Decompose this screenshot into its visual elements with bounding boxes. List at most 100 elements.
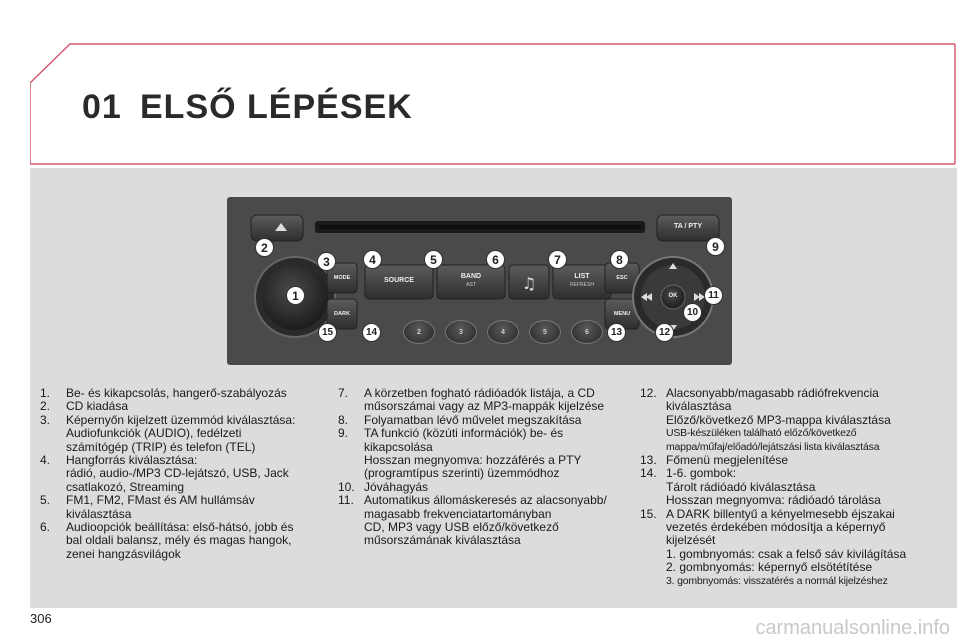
- preset-label: 4: [501, 328, 505, 336]
- legend-item-8: 8. Folyamatban lévő művelet megszakítása: [338, 412, 633, 427]
- legend-line: magasabb frekvenciatartományban: [364, 506, 552, 521]
- callout-12: 12: [655, 323, 674, 342]
- preset-button-4: 4: [487, 320, 519, 344]
- legend-number: 12.: [640, 386, 657, 400]
- band-sub-label: AST: [466, 282, 476, 288]
- legend-line: A DARK billentyű a kényelmesebb éjszakai: [666, 506, 895, 521]
- preset-label: 5: [543, 328, 547, 336]
- legend-number: 1.: [40, 386, 51, 400]
- legend-line: Audioopciók beállítása: első-hátsó, jobb…: [66, 520, 294, 535]
- legend-line: Hosszan megnyomva: rádióadó tárolása: [666, 493, 881, 508]
- preset-label: 6: [585, 328, 589, 336]
- legend-line: zenei hangzásvilágok: [66, 546, 181, 561]
- callout-2: 2: [255, 238, 274, 257]
- preset-label: 2: [417, 328, 421, 336]
- legend-line: 1-6. gombok:: [666, 466, 737, 481]
- legend-number: 3.: [40, 412, 51, 427]
- callout-3: 3: [317, 252, 336, 271]
- watermark: carmanualsonline.info: [755, 617, 950, 639]
- callout-8: 8: [610, 250, 629, 269]
- legend-line: csatlakozó, Streaming: [66, 479, 185, 494]
- legend-line: 1. gombnyomás: csak a felső sáv kivilágí…: [666, 546, 907, 561]
- legend-line: (programtípus szerinti) üzemmódhoz: [364, 466, 560, 481]
- legend-line: CD kiadása: [66, 399, 129, 414]
- page-number: 306: [30, 611, 52, 626]
- legend-item-12: 12. Alacsonyabb/magasabb rádiófrekvencia…: [640, 386, 950, 454]
- legend-number: 2.: [40, 399, 51, 414]
- legend-number: 7.: [338, 386, 349, 400]
- chapter-title: ELSŐ LÉPÉSEK: [140, 88, 413, 126]
- legend-line: műsorszámai vagy az MP3-mappák kijelzése: [364, 399, 605, 414]
- legend-line: Audiofunkciók (AUDIO), fedélzeti: [66, 426, 242, 441]
- legend-item-5: 5. FM1, FM2, FMast és AM hullámsáv kivál…: [40, 493, 325, 521]
- legend-number: 15.: [640, 506, 657, 521]
- list-sub-label: REFRESH: [570, 282, 594, 288]
- legend-number: 6.: [40, 520, 51, 535]
- legend-item-7: 7. A körzetben fogható rádióadók listája…: [338, 386, 633, 414]
- callout-13: 13: [607, 323, 626, 342]
- legend-line: A körzetben fogható rádióadók listája, a…: [364, 386, 595, 400]
- legend-line: 3. gombnyomás: visszatérés a normál kije…: [666, 574, 888, 587]
- legend-number: 4.: [40, 453, 51, 468]
- legend-item-13: 13. Főmenü megjelenítése: [640, 453, 950, 468]
- callout-5: 5: [424, 250, 443, 269]
- mode-label: MODE: [333, 275, 351, 281]
- legend-line: Automatikus állomáskeresés az alacsonyab…: [364, 493, 607, 508]
- preset-button-5: 5: [529, 320, 561, 344]
- rewind-icon: [641, 293, 652, 301]
- legend-line: számítógép (TRIP) és telefon (TEL): [66, 439, 256, 454]
- legend-line: Be- és kikapcsolás, hangerő-szabályozás: [66, 386, 287, 400]
- legend-item-11: 11. Automatikus állomáskeresés az alacso…: [338, 493, 633, 548]
- legend-line: kikapcsolása: [364, 439, 433, 454]
- arrow-up-icon: [669, 263, 677, 269]
- legend-line: FM1, FM2, FMast és AM hullámsáv: [66, 493, 255, 508]
- legend-item-10: 10. Jóváhagyás: [338, 479, 633, 494]
- legend-line: USB-készüléken található előző/következő: [666, 427, 857, 440]
- callout-10: 10: [683, 303, 702, 322]
- esc-label: ESC: [616, 275, 628, 281]
- legend-item-15: 15. A DARK billentyű a kényelmesebb éjsz…: [640, 506, 950, 588]
- legend-item-4: 4. Hangforrás kiválasztása: rádió, audio…: [40, 453, 325, 494]
- band-label: BAND: [460, 273, 482, 280]
- ta-pty-label: TA / PTY: [674, 223, 702, 230]
- legend-number: 9.: [338, 426, 349, 441]
- callout-7: 7: [548, 250, 567, 269]
- legend-column-3: 12. Alacsonyabb/magasabb rádiófrekvencia…: [640, 386, 950, 588]
- legend-line: műsorszámának kiválasztása: [364, 533, 521, 548]
- callout-6: 6: [486, 250, 505, 269]
- legend-item-2: 2. CD kiadása: [40, 399, 325, 414]
- callout-11: 11: [704, 286, 723, 305]
- legend-number: 10.: [338, 479, 355, 494]
- legend-line: vezetés érdekében módosítja a képernyő: [666, 520, 886, 535]
- legend-line: rádió, audio-/MP3 CD-lejátszó, USB, Jack: [66, 466, 289, 481]
- legend-line: TA funkció (közúti információk) be- és: [364, 426, 564, 441]
- callout-9: 9: [706, 237, 725, 256]
- legend-line: kiválasztása: [66, 506, 132, 521]
- legend-line: mappa/műfaj/előadó/lejátszási lista kivá…: [666, 440, 880, 453]
- dark-label: DARK: [334, 311, 350, 317]
- legend-line: kijelzését: [666, 533, 716, 548]
- preset-button-6: 6: [571, 320, 603, 344]
- legend-number: 5.: [40, 493, 51, 508]
- legend-line: Hosszan megnyomva: hozzáférés a PTY: [364, 453, 582, 468]
- callout-1: 1: [286, 286, 305, 305]
- preset-button-3: 3: [445, 320, 477, 344]
- source-label: SOURCE: [384, 277, 414, 284]
- legend-column-2: 7. A körzetben fogható rádióadók listája…: [338, 386, 633, 548]
- music-note-icon: ♫: [522, 274, 536, 293]
- preset-label: 3: [459, 328, 463, 336]
- legend-line: Előző/következő MP3-mappa kiválasztása: [666, 412, 891, 427]
- menu-label: MENU: [613, 311, 631, 317]
- legend-item-3: 3. Képernyőn kijelzett üzemmód kiválaszt…: [40, 412, 325, 454]
- header-frame: [30, 43, 956, 165]
- callout-14: 14: [362, 323, 381, 342]
- radio-unit: ♫ TA / PTY MODE DARK SOURCE BAND AST LIS…: [227, 197, 732, 365]
- legend-line: Folyamatban lévő művelet megszakítása: [364, 412, 582, 427]
- radio-faceplate: ♫: [250, 214, 720, 338]
- legend-line: Főmenü megjelenítése: [666, 453, 789, 468]
- legend-line: Képernyőn kijelzett üzemmód kiválasztása…: [66, 412, 296, 427]
- legend-item-6: 6. Audioopciók beállítása: első-hátsó, j…: [40, 520, 325, 561]
- fast-forward-icon: [694, 293, 705, 301]
- legend-number: 8.: [338, 412, 349, 427]
- legend-number: 14.: [640, 466, 657, 481]
